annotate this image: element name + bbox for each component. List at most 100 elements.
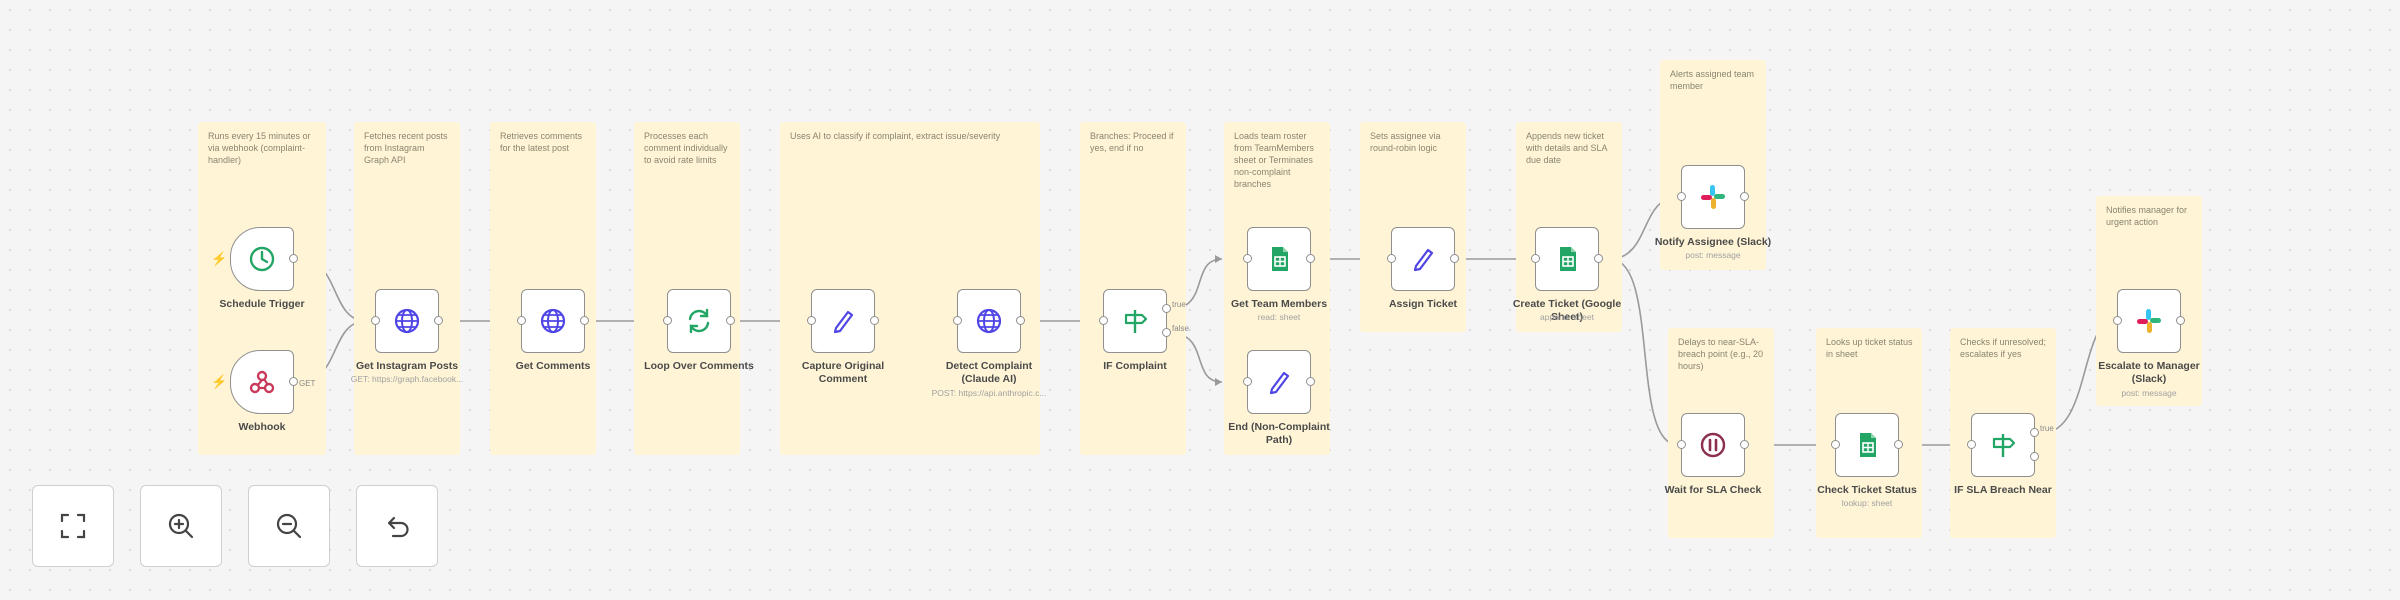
output-handle[interactable] <box>1306 377 1315 386</box>
node-get-team-members[interactable]: Get Team Members read: sheet <box>1231 227 1327 322</box>
slack-icon <box>2137 309 2161 333</box>
node-title: IF Complaint <box>1103 360 1167 372</box>
node-detect-complaint[interactable]: Detect Complaint (Claude AI) POST: https… <box>932 289 1046 398</box>
output-handle[interactable] <box>1894 440 1903 449</box>
input-handle[interactable] <box>1831 440 1840 449</box>
output-handle[interactable] <box>1740 192 1749 201</box>
output-handle[interactable] <box>1740 440 1749 449</box>
sticky-note-ai-classify[interactable]: Uses AI to classify if complaint, extrac… <box>780 122 1040 455</box>
node-title: Webhook <box>238 421 286 433</box>
undo-icon <box>387 516 409 538</box>
node-subtitle: post: message <box>2121 388 2177 398</box>
node-get-comments[interactable]: Get Comments <box>516 289 590 372</box>
input-handle[interactable] <box>1677 440 1686 449</box>
input-handle[interactable] <box>1243 377 1252 386</box>
sticky-note-text: Loads team roster from TeamMembers sheet… <box>1234 131 1314 189</box>
input-handle[interactable] <box>517 316 526 325</box>
node-title: Get Team Members <box>1230 298 1328 310</box>
globe-icon <box>540 308 566 334</box>
loop-icon <box>688 308 710 334</box>
pause-icon <box>1700 432 1726 458</box>
trigger-bolt-icon: ⚡ <box>211 374 228 389</box>
sticky-note-text: Branches: Proceed if yes, end if no <box>1090 131 1174 153</box>
true-output-handle[interactable] <box>1162 304 1171 313</box>
true-output-handle[interactable] <box>2030 428 2039 437</box>
node-title: Escalate to Manager (Slack) <box>2098 360 2200 385</box>
node-wait-sla-check[interactable]: Wait for SLA Check <box>1665 413 1761 496</box>
output-handle[interactable] <box>870 316 879 325</box>
output-handle[interactable] <box>289 254 298 263</box>
node-title: End (Non-Complaint Path) <box>1228 421 1330 446</box>
input-handle[interactable] <box>953 316 962 325</box>
input-handle[interactable] <box>2113 316 2122 325</box>
sticky-note-text: Processes each comment individually to a… <box>644 131 728 165</box>
sticky-note-text: Fetches recent posts from Instagram Grap… <box>364 131 448 165</box>
pencil-icon <box>1269 371 1290 395</box>
node-check-ticket-status[interactable]: Check Ticket Status lookup: sheet <box>1817 413 1917 508</box>
reset-zoom-button[interactable] <box>356 485 438 567</box>
output-handle[interactable] <box>289 377 298 386</box>
node-create-ticket[interactable]: Create Ticket (Google Sheet) append: she… <box>1513 227 1621 323</box>
trigger-bolt-icon: ⚡ <box>211 251 228 266</box>
true-branch-label: true <box>1172 300 1186 309</box>
zoom-in-button[interactable] <box>140 485 222 567</box>
zoom-out-button[interactable] <box>248 485 330 567</box>
node-subtitle: lookup: sheet <box>1841 498 1893 508</box>
node-if-complaint[interactable]: true false IF Complaint <box>1099 289 1189 372</box>
output-handle[interactable] <box>434 316 443 325</box>
zoom-out-icon <box>276 513 302 539</box>
node-webhook[interactable]: ⚡ GET Webhook <box>211 350 315 433</box>
input-handle[interactable] <box>371 316 380 325</box>
node-schedule-trigger[interactable]: ⚡ Schedule Trigger <box>211 227 305 310</box>
output-handle[interactable] <box>1306 254 1315 263</box>
node-assign-ticket[interactable]: Assign Ticket <box>1387 227 1459 310</box>
input-handle[interactable] <box>1967 440 1976 449</box>
sticky-note-branch[interactable]: Branches: Proceed if yes, end if no <box>1080 122 1186 455</box>
input-handle[interactable] <box>1099 316 1108 325</box>
input-handle[interactable] <box>1387 254 1396 263</box>
output-handle[interactable] <box>726 316 735 325</box>
node-title: Capture Original Comment <box>801 360 885 385</box>
sticky-note-text: Runs every 15 minutes or via webhook (co… <box>208 131 311 165</box>
node-end-non-complaint[interactable]: End (Non-Complaint Path) <box>1228 350 1330 446</box>
input-handle[interactable] <box>1531 254 1540 263</box>
output-label: GET <box>299 379 316 388</box>
output-handle[interactable] <box>2176 316 2185 325</box>
slack-icon <box>1701 185 1725 209</box>
node-loop-over-comments[interactable]: Loop Over Comments <box>644 289 754 372</box>
output-handle[interactable] <box>1594 254 1603 263</box>
sticky-note-loop[interactable]: Processes each comment individually to a… <box>634 122 740 455</box>
node-notify-assignee[interactable]: Notify Assignee (Slack) post: message <box>1655 165 1771 260</box>
node-title: Assign Ticket <box>1388 298 1458 310</box>
fit-view-button[interactable] <box>32 485 114 567</box>
sticky-note-text: Sets assignee via round-robin logic <box>1370 131 1441 153</box>
output-handle[interactable] <box>580 316 589 325</box>
sticky-note-comments[interactable]: Retrieves comments for the latest post <box>490 122 596 455</box>
node-subtitle: read: sheet <box>1257 312 1301 322</box>
sticky-note-fetch-posts[interactable]: Fetches recent posts from Instagram Grap… <box>354 122 460 455</box>
clock-icon <box>249 246 275 272</box>
output-handle[interactable] <box>1016 316 1025 325</box>
sheets-icon <box>1860 433 1876 457</box>
node-subtitle: GET: https://graph.facebook... <box>350 374 464 384</box>
input-handle[interactable] <box>663 316 672 325</box>
node-title: Create Ticket (Google Sheet) <box>1512 298 1622 323</box>
sheets-icon <box>1560 247 1576 271</box>
node-capture-original-comment[interactable]: Capture Original Comment <box>802 289 884 385</box>
input-handle[interactable] <box>807 316 816 325</box>
sticky-note-text: Looks up ticket status in sheet <box>1826 337 1913 359</box>
input-handle[interactable] <box>1677 192 1686 201</box>
output-handle[interactable] <box>1450 254 1459 263</box>
node-get-instagram-posts[interactable]: Get Instagram Posts GET: https://graph.f… <box>351 289 463 384</box>
node-if-sla-breach[interactable]: true IF SLA Breach Near <box>1954 413 2054 496</box>
false-output-handle[interactable] <box>1162 328 1171 337</box>
sticky-note-check-status[interactable]: Looks up ticket status in sheet <box>1816 328 1922 538</box>
node-escalate-manager[interactable]: Escalate to Manager (Slack) post: messag… <box>2098 289 2200 398</box>
webhook-icon <box>249 370 275 394</box>
sticky-note-text: Appends new ticket with details and SLA … <box>1526 131 1608 165</box>
input-handle[interactable] <box>1243 254 1252 263</box>
zoom-in-icon <box>168 513 194 539</box>
pencil-icon <box>833 310 854 334</box>
false-output-handle[interactable] <box>2030 452 2039 461</box>
